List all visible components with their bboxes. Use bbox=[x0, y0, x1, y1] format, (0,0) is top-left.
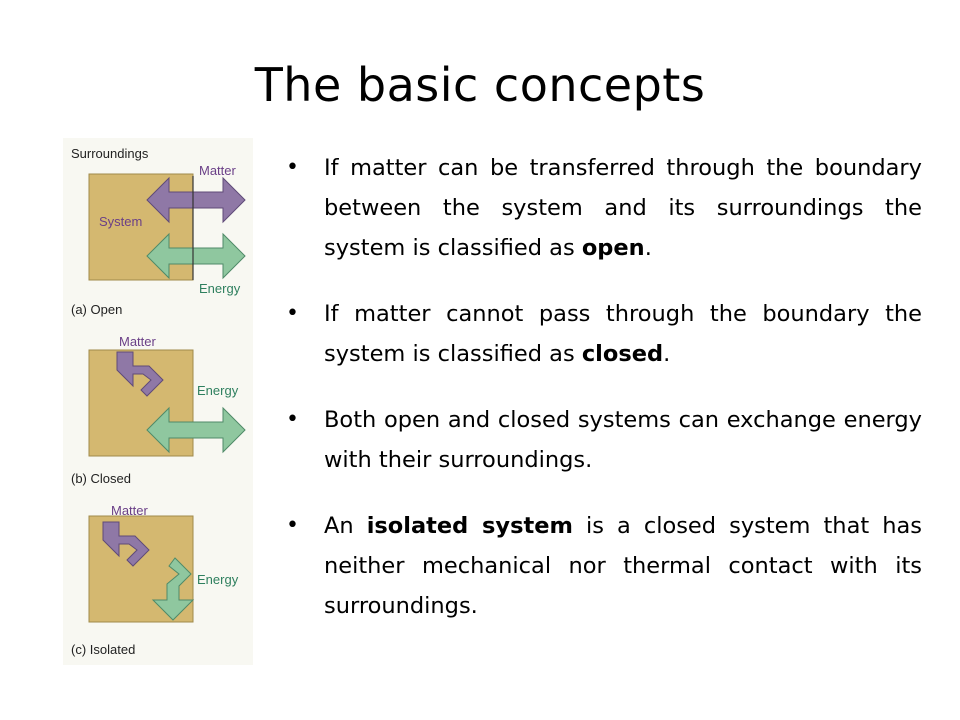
isolated-matter-arrow-icon bbox=[102, 521, 150, 567]
bullet-text-end: is a closed system that has neither mech… bbox=[324, 513, 922, 619]
bullet-open: If matter can be transferred through the… bbox=[282, 148, 922, 268]
closed-matter-label: Matter bbox=[119, 334, 157, 349]
system-label: System bbox=[99, 214, 142, 229]
bullet-closed: If matter cannot pass through the bounda… bbox=[282, 294, 922, 374]
system-types-figure: Surroundings System Matter Energy (a) Op… bbox=[63, 138, 253, 665]
bullet-list: If matter can be transferred through the… bbox=[282, 148, 922, 652]
closed-matter-arrow-icon bbox=[116, 351, 164, 397]
slide-title: The basic concepts bbox=[254, 58, 706, 112]
open-energy-arrow-icon bbox=[146, 232, 246, 280]
surroundings-label: Surroundings bbox=[71, 146, 149, 161]
open-matter-label: Matter bbox=[199, 163, 237, 178]
isolated-energy-arrow-icon bbox=[151, 557, 195, 621]
bullet-text: An bbox=[324, 513, 367, 539]
bullet-text-end: . bbox=[663, 341, 671, 367]
bullet-text: If matter cannot pass through the bounda… bbox=[324, 301, 922, 367]
open-matter-arrow-icon bbox=[146, 176, 246, 224]
open-caption: (a) Open bbox=[71, 302, 122, 317]
system-types-diagram: Surroundings System Matter Energy (a) Op… bbox=[71, 146, 246, 657]
isolated-matter-label: Matter bbox=[111, 503, 149, 518]
isolated-energy-label: Energy bbox=[197, 572, 239, 587]
bullet-bold: closed bbox=[581, 341, 664, 367]
isolated-caption: (c) Isolated bbox=[71, 642, 135, 657]
closed-energy-label: Energy bbox=[197, 383, 239, 398]
bullet-bold: isolated system bbox=[366, 513, 573, 539]
open-energy-label: Energy bbox=[199, 281, 241, 296]
bullet-bold: open bbox=[581, 235, 645, 261]
bullet-isolated: An isolated system is a closed system th… bbox=[282, 506, 922, 626]
closed-energy-arrow-icon bbox=[146, 406, 246, 454]
bullet-text-end: . bbox=[644, 235, 652, 261]
bullet-text: If matter can be transferred through the… bbox=[324, 155, 922, 261]
closed-caption: (b) Closed bbox=[71, 471, 131, 486]
bullet-text: Both open and closed systems can exchang… bbox=[324, 407, 922, 473]
bullet-exchange-energy: Both open and closed systems can exchang… bbox=[282, 400, 922, 480]
